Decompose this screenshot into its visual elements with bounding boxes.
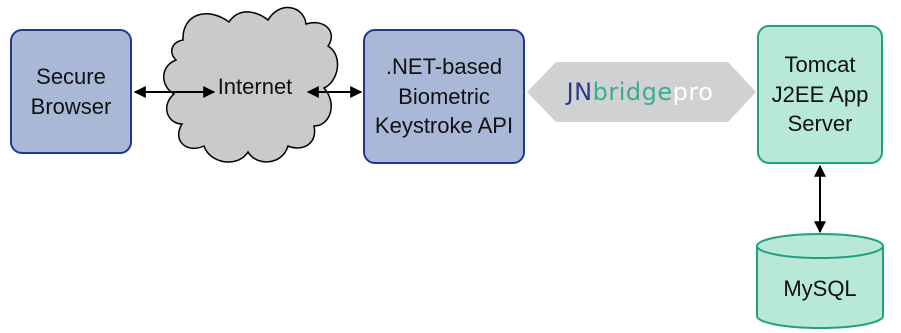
tomcat-server-node: Tomcat J2EE App Server xyxy=(757,25,883,164)
jnbridge-logo-prefix: JN xyxy=(565,78,593,106)
internet-cloud: Internet xyxy=(163,6,339,163)
biometric-keystroke-api-node: .NET-based Biometric Keystroke API xyxy=(363,29,525,164)
jnbridge-band xyxy=(527,62,756,122)
jnbridge-logo-middle: bridge xyxy=(593,78,673,106)
secure-browser-label: Secure Browser xyxy=(30,63,112,119)
internet-label: Internet xyxy=(218,74,293,99)
mysql-database: MySQL xyxy=(756,233,884,329)
mysql-label: MySQL xyxy=(783,276,856,301)
mysql-cylinder-body xyxy=(756,246,884,329)
tomcat-server-label: Tomcat J2EE App Server xyxy=(771,51,869,137)
jnbridge-logo-suffix: pro xyxy=(673,78,714,106)
secure-browser-node: Secure Browser xyxy=(10,29,132,154)
internet-cloud-shape xyxy=(163,6,339,163)
jnbridge-logo: JNbridgepro xyxy=(565,78,714,106)
biometric-keystroke-api-label: .NET-based Biometric Keystroke API xyxy=(374,53,514,139)
jnbridge-link: JNbridgepro xyxy=(527,62,756,122)
mysql-cylinder-top xyxy=(756,233,884,259)
